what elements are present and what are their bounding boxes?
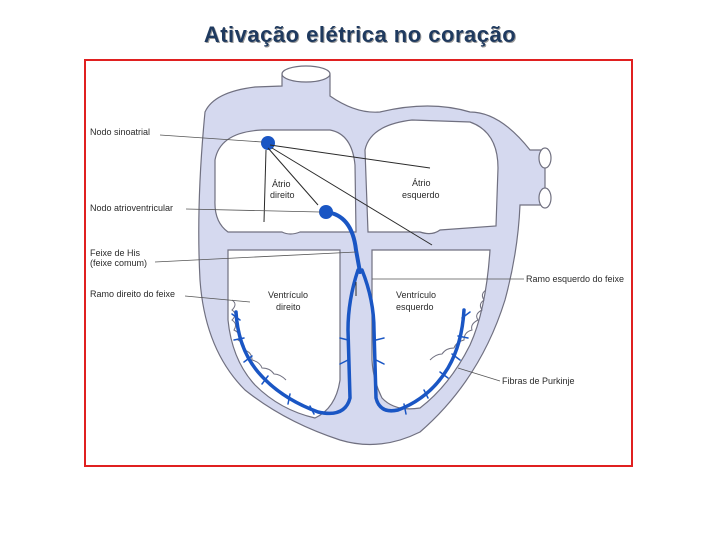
label-ventriculo-esquerdo-line2: esquerdo [396,302,434,312]
leader-feixe-his [154,251,357,263]
conduction-system [231,136,471,416]
label-ventriculo-direito-line1: Ventrículo [268,290,308,300]
pulmonary-vein-lower [538,187,552,209]
label-feixe-his-line1: Feixe de His [90,248,141,258]
pulmonary-vein-upper [538,147,552,169]
label-atrio-esquerdo-line1: Átrio [412,178,431,188]
right-bundle-branch [234,268,360,416]
label-feixe-his-line2: (feixe comum) [90,258,147,268]
purkinje-fibres-left [375,311,471,415]
left-ventricle-trabeculae [429,289,487,361]
left-atrium-chamber [364,119,499,235]
aorta-opening [281,65,331,83]
diagram-frame [84,59,633,467]
label-atrio-esquerdo-line2: esquerdo [402,190,440,200]
label-nodo-atrioventricular: Nodo atrioventricular [90,203,173,213]
arrow-sa-to-right-atrium [263,149,267,223]
page-title: Ativação elétrica no coração [203,22,517,47]
purkinje-fibres-right [231,313,349,415]
leader-lines [154,134,524,382]
label-atrio-direito-line2: direito [270,190,295,200]
leader-fibras-purkinje [457,367,501,382]
label-nodo-sinoatrial: Nodo sinoatrial [90,127,150,137]
arrow-sa-to-av [267,147,319,206]
right-ventricle-chamber [227,249,341,419]
atrioventricular-node [319,205,333,219]
label-ramo-esquerdo: Ramo esquerdo do feixe [526,274,624,284]
leader-nodo-sinoatrial [159,134,263,143]
arrow-sa-to-left-atrium-low [271,147,433,246]
arrow-sa-to-left-atrium [269,144,431,169]
sinoatrial-node [261,136,275,150]
label-atrio-direito-line1: Átrio [272,179,291,189]
label-ventriculo-direito-line2: direito [276,302,301,312]
leader-nodo-atrioventricular [185,208,321,213]
label-fibras-purkinje: Fibras de Purkinje [502,376,575,386]
label-ventriculo-esquerdo-line1: Ventrículo [396,290,436,300]
leader-ramo-direito [184,295,251,303]
label-ramo-direito: Ramo direito do feixe [90,289,175,299]
activation-arrows [263,144,433,296]
